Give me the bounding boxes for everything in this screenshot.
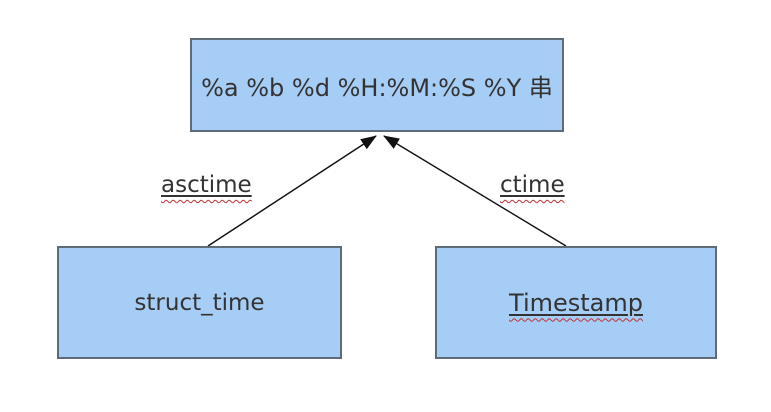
node-format-string-label: %a %b %d %H:%M:%S %Y 串 [201, 73, 553, 102]
spellcheck-squiggle: Timestamp [509, 289, 643, 317]
node-timestamp-label: Timestamp [509, 288, 643, 317]
node-struct-time: struct_time [57, 246, 342, 359]
edge-label-ctime-text: ctime [500, 172, 565, 198]
spellcheck-squiggle: asctime [161, 172, 252, 198]
edge-label-ctime: ctime [500, 172, 565, 198]
node-struct-time-label: struct_time [134, 289, 265, 316]
edge-label-asctime-text: asctime [161, 172, 252, 198]
node-format-string: %a %b %d %H:%M:%S %Y 串 [190, 38, 564, 132]
spellcheck-squiggle: ctime [500, 172, 565, 198]
edge-label-asctime: asctime [161, 172, 252, 198]
node-timestamp: Timestamp [435, 246, 717, 359]
